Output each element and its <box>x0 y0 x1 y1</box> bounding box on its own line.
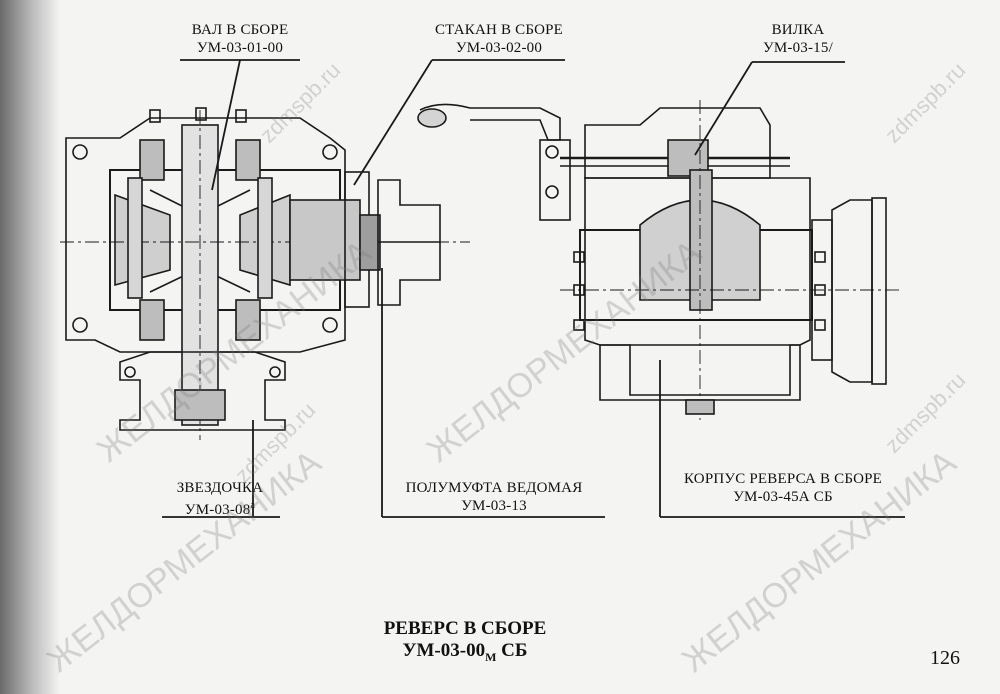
fork-code: УМ-03-15/ <box>763 40 833 56</box>
title-suffix: СБ <box>496 640 528 661</box>
half-coupling-label: ПОЛУМУФТА ВЕДОМАЯ УМ-03-13 <box>380 479 608 515</box>
shaft-assembly-label: ВАЛ В СБОРЕ УМ-03-01-00 <box>178 21 302 57</box>
housing-code: УМ-03-45А СБ <box>733 489 833 505</box>
shaft-assembly-name: ВАЛ В СБОРЕ <box>191 22 289 38</box>
leader-lines <box>162 59 905 518</box>
right-view <box>417 100 900 420</box>
fork-label: ВИЛКА УМ-03-15/ <box>750 21 846 57</box>
left-view <box>60 107 470 440</box>
sleeve-assembly-name: СТАКАН В СБОРЕ <box>434 22 564 38</box>
fork-name: ВИЛКА <box>771 22 825 38</box>
sleeve-assembly-code: УМ-03-02-00 <box>455 40 543 56</box>
sleeve-assembly-label: СТАКАН В СБОРЕ УМ-03-02-00 <box>430 21 568 57</box>
page-binding-shadow <box>0 0 60 694</box>
half-coupling-name: ПОЛУМУФТА ВЕДОМАЯ <box>405 480 583 496</box>
housing-label: КОРПУС РЕВЕРСА В СБОРЕ УМ-03-45А СБ <box>658 470 908 506</box>
sprocket-label: ЗВЕЗДОЧКА УМ-03-08а <box>158 479 282 519</box>
title-line-1: РЕВЕРС В СБОРЕ <box>383 618 547 639</box>
page-number: 126 <box>930 647 960 669</box>
title-code-sub: М <box>485 649 497 664</box>
sprocket-code-sup: а <box>250 500 256 511</box>
title-code: УМ-03-00 <box>402 640 486 661</box>
housing-name: КОРПУС РЕВЕРСА В СБОРЕ <box>683 471 883 487</box>
sprocket-code: УМ-03-08 <box>184 502 251 518</box>
drawing-title: РЕВЕРС В СБОРЕ УМ-03-00М СБ <box>300 618 630 668</box>
sprocket-name: ЗВЕЗДОЧКА <box>176 480 264 496</box>
shaft-assembly-code: УМ-03-01-00 <box>196 40 284 56</box>
half-coupling-code: УМ-03-13 <box>461 498 527 514</box>
